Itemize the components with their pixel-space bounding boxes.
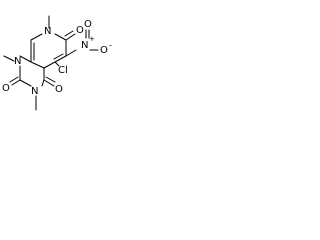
bond-c4-o4-double (45, 76, 56, 83)
bond-layer (3, 15, 99, 111)
bond-c4-o4 (43, 79, 55, 87)
bond-c7-o7 (65, 33, 76, 41)
atom-o4: O (55, 84, 63, 95)
bond-c2-o2 (11, 79, 21, 86)
bond-c5-c4a (43, 61, 56, 69)
atom-o2: O (2, 83, 10, 94)
bond-c8a-n8 (30, 33, 43, 41)
atom-n1: N (14, 56, 21, 67)
bond-c5-cl (54, 61, 60, 67)
bond-n1-methyl (3, 55, 15, 62)
bond-c4a-c8a (30, 61, 45, 69)
atom-o7: O (76, 25, 84, 36)
atom-cl: Cl (58, 65, 68, 76)
bond-n8-c7 (54, 33, 67, 41)
atom-nitro-n: N (81, 40, 88, 51)
bond-n3-c4 (41, 79, 45, 87)
atom-n8: N (44, 26, 51, 37)
label-layer: N O N + O O - Cl N O N O (2, 19, 112, 97)
bond-c6-c5-single (54, 55, 67, 63)
atom-nitro-o-top: O (84, 19, 92, 30)
atom-nitro-o-side: O (100, 45, 108, 56)
atom-nitro-plus: + (89, 35, 95, 43)
bond-c8a-n1 (19, 55, 32, 63)
atom-n3: N (31, 86, 38, 97)
atom-nitro-minus: - (109, 41, 112, 50)
bond-c6-c5-double (53, 53, 64, 60)
bond-c2-o2-double (9, 76, 19, 83)
chemical-structure: N O N + O O - Cl N O N O (2, 15, 112, 111)
bond-c6-nitro (65, 49, 77, 57)
bond-c7-o7-double (64, 30, 74, 37)
bond-c2-n3 (19, 79, 32, 87)
